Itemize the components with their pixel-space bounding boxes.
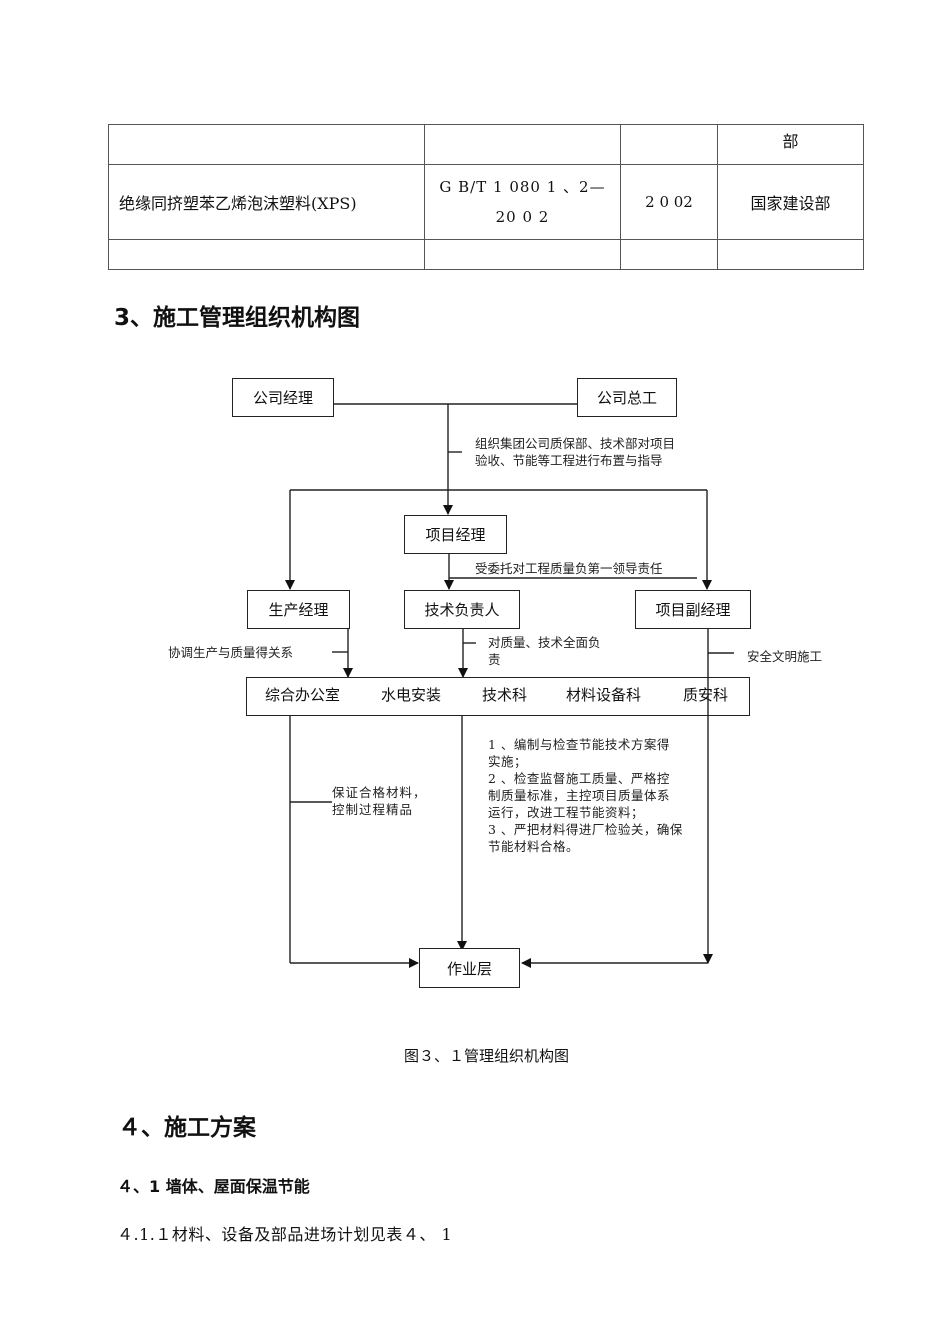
node-company-chief-engineer: 公司总工 — [577, 378, 677, 417]
node-label: 作业层 — [446, 959, 492, 978]
table-cell-issuer — [717, 239, 864, 270]
node-company-manager: 公司经理 — [232, 378, 334, 417]
standard-line-1: G B/T 1 080 1 、2— — [439, 178, 606, 196]
node-production-manager: 生产经理 — [247, 590, 350, 629]
section-4-1-1-paragraph: ４.1.１材料、设备及部品进场计划见表４、 1 — [117, 1225, 453, 1244]
technical-note-line-2: 责 — [488, 652, 501, 667]
table-cell-name — [108, 239, 425, 270]
table-cell-name: 绝缘同挤塑苯乙烯泡沫塑料(XPS) — [108, 164, 425, 240]
office-note: 保证合格材料， 控制过程精品 — [332, 784, 427, 818]
node-work-layer: 作业层 — [419, 948, 520, 988]
departments-bar — [246, 677, 750, 716]
department-plumbing-electrical: 水电安装 — [381, 686, 442, 704]
node-label: 项目副经理 — [655, 601, 731, 619]
tech-dept-note-line: 运行，改进工程节能资料； — [488, 805, 645, 820]
department-quality-safety: 质安科 — [683, 686, 729, 704]
table-row — [108, 239, 864, 270]
standard-line-2: 20 0 2 — [495, 208, 550, 226]
table-cell-year — [620, 124, 718, 165]
node-deputy-project-manager: 项目副经理 — [635, 590, 751, 629]
deputy-note: 安全文明施工 — [747, 649, 823, 664]
company-note-line-1: 组织集团公司质保部、技术部对项目 — [475, 436, 676, 451]
company-note: 组织集团公司质保部、技术部对项目 验收、节能等工程进行布置与指导 — [475, 435, 675, 469]
node-label: 生产经理 — [268, 601, 329, 619]
section-4-1-heading: ４、1 墙体、屋面保温节能 — [117, 1177, 310, 1196]
department-materials-equipment: 材料设备科 — [566, 686, 642, 704]
table-cell-standard: G B/T 1 080 1 、2— 20 0 2 — [424, 164, 621, 240]
node-project-manager: 项目经理 — [404, 515, 507, 554]
section-4-heading: ４、施工方案 — [118, 1115, 256, 1141]
department-general-office: 综合办公室 — [265, 686, 341, 704]
node-label: 公司经理 — [252, 389, 313, 407]
office-note-line-2: 控制过程精品 — [332, 802, 414, 817]
table-cell-issuer: 国家建设部 — [717, 164, 864, 240]
section-3-heading: 3、施工管理组织机构图 — [114, 305, 361, 331]
node-label: 技术负责人 — [424, 601, 500, 619]
tech-dept-note-line: 实施； — [488, 754, 528, 769]
figure-caption: 图３、１管理组织机构图 — [404, 1047, 570, 1065]
tech-dept-note-line: 3 、严把材料得进厂检验关，确保 — [488, 822, 683, 837]
table-row: 绝缘同挤塑苯乙烯泡沫塑料(XPS) G B/T 1 080 1 、2— 20 0… — [108, 164, 864, 240]
office-note-line-1: 保证合格材料， — [332, 785, 427, 800]
company-note-line-2: 验收、节能等工程进行布置与指导 — [475, 453, 663, 468]
tech-dept-note-line: 2 、检查监督施工质量、严格控 — [488, 771, 670, 786]
technical-note: 对质量、技术全面负 责 — [488, 634, 601, 668]
table-cell-standard — [424, 239, 621, 270]
technical-note-line-1: 对质量、技术全面负 — [488, 635, 601, 650]
tech-dept-note-line: 1 、编制与检查节能技术方案得 — [488, 737, 670, 752]
node-label: 项目经理 — [425, 526, 486, 544]
node-technical-lead: 技术负责人 — [404, 590, 520, 629]
department-technical: 技术科 — [482, 686, 528, 704]
node-label: 公司总工 — [596, 389, 657, 407]
materials-standards-table: 部 绝缘同挤塑苯乙烯泡沫塑料(XPS) G B/T 1 080 1 、2— 20… — [108, 124, 864, 270]
tech-dept-notes: 1 、编制与检查节能技术方案得 实施； 2 、检查监督施工质量、严格控 制质量标… — [488, 736, 683, 855]
tech-dept-note-line: 制质量标准，主控项目质量体系 — [488, 788, 671, 803]
project-manager-note: 受委托对工程质量负第一领导责任 — [475, 561, 663, 576]
tech-dept-note-line: 节能材料合格。 — [488, 839, 580, 854]
table-cell-year — [620, 239, 718, 270]
production-note: 协调生产与质量得关系 — [168, 645, 294, 660]
